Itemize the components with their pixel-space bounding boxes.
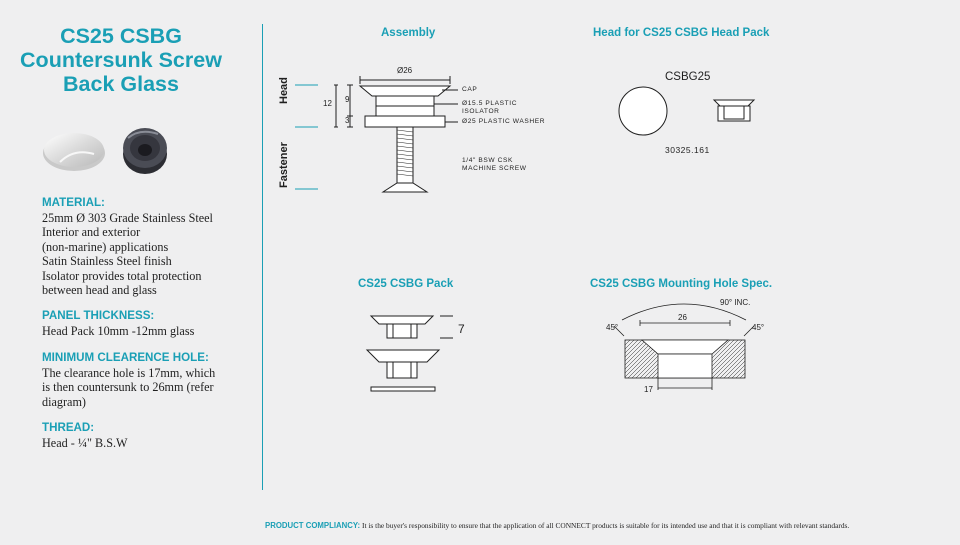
dim-12: 12	[323, 99, 332, 108]
head-pack-code: CSBG25	[665, 71, 711, 83]
specifications: MATERIAL: 25mm Ø 303 Grade Stainless Ste…	[42, 196, 257, 462]
assembly-drawing	[295, 76, 458, 193]
head-pack-title: Head for CS25 CSBG Head Pack	[593, 27, 770, 39]
pack-drawing	[365, 315, 453, 392]
spec-heading: PANEL THICKNESS:	[42, 309, 155, 323]
divider	[262, 24, 263, 490]
dim-diameter-26: Ø26	[397, 66, 413, 75]
angle-right-label: 45°	[752, 323, 765, 332]
dim-9: 9	[345, 95, 350, 104]
cap-note: CAP	[462, 86, 478, 93]
spec-panel-thickness: PANEL THICKNESS: Head Pack 10mm -12mm gl…	[42, 309, 257, 338]
screw-note-2: MACHINE SCREW	[462, 165, 527, 172]
spec-line: The clearance hole is 17mm, which	[42, 365, 216, 380]
washer-note: Ø25 PLASTIC WASHER	[462, 118, 546, 125]
title-line-2: Countersunk Screw	[20, 48, 222, 72]
product-photo-isolator	[123, 128, 167, 174]
spec-line: Satin Stainless Steel finish	[42, 254, 172, 269]
isolator-note-2: ISOLATOR	[462, 108, 500, 115]
spec-line: Head - ¼" B.S.W	[42, 436, 128, 451]
spec-line: Interior and exterior	[42, 225, 141, 240]
spec-line: 25mm Ø 303 Grade Stainless Steel	[42, 211, 213, 225]
mounting-title: CS25 CSBG Mounting Hole Spec.	[590, 278, 773, 290]
spec-line: (non-marine) applications	[42, 239, 169, 254]
screw-note-1: 1/4" BSW CSK	[462, 157, 513, 164]
product-title: CS25 CSBG Countersunk Screw Back Glass	[10, 24, 232, 96]
footer-heading: PRODUCT COMPLIANCY:	[265, 521, 361, 530]
title-line-1: CS25 CSBG	[60, 24, 182, 48]
mounting-dim-17: 17	[644, 385, 653, 394]
head-label: Head	[278, 77, 290, 104]
spec-heading: MINIMUM CLEARENCE HOLE:	[42, 350, 209, 364]
head-pack-part-number: 30325.161	[665, 145, 710, 155]
dim-3: 3	[345, 116, 350, 125]
spec-line: is then countersunk to 26mm (refer	[42, 380, 214, 395]
spec-material: MATERIAL: 25mm Ø 303 Grade Stainless Ste…	[42, 196, 257, 297]
title-line-3: Back Glass	[63, 72, 179, 96]
spec-line: Isolator provides total protection	[42, 268, 202, 283]
mounting-dim-26: 26	[678, 313, 687, 322]
spec-line: between head and glass	[42, 283, 157, 298]
head-pack-drawing	[618, 86, 756, 136]
mounting-drawing	[613, 303, 755, 390]
footer-text: It is the buyer's responsibility to ensu…	[360, 521, 850, 530]
product-compliancy-footer: PRODUCT COMPLIANCY: It is the buyer's re…	[265, 521, 955, 531]
spec-heading: MATERIAL:	[42, 196, 105, 209]
spec-heading: THREAD:	[42, 421, 95, 435]
pack-title: CS25 CSBG Pack	[358, 278, 454, 290]
angle-inc-label: 90° INC.	[720, 298, 751, 307]
fastener-label: Fastener	[278, 142, 290, 188]
pack-dim-7: 7	[458, 322, 465, 336]
spec-line: Head Pack 10mm -12mm glass	[42, 324, 195, 339]
isolator-note-1: Ø15.5 PLASTIC	[462, 100, 518, 107]
spec-clearance-hole: MINIMUM CLEARENCE HOLE: The clearance ho…	[42, 351, 257, 409]
product-photo-cap	[43, 133, 105, 171]
assembly-title: Assembly	[381, 27, 436, 39]
spec-line: diagram)	[42, 394, 86, 409]
spec-thread: THREAD: Head - ¼" B.S.W	[42, 421, 257, 450]
angle-left-label: 45°	[606, 323, 619, 332]
